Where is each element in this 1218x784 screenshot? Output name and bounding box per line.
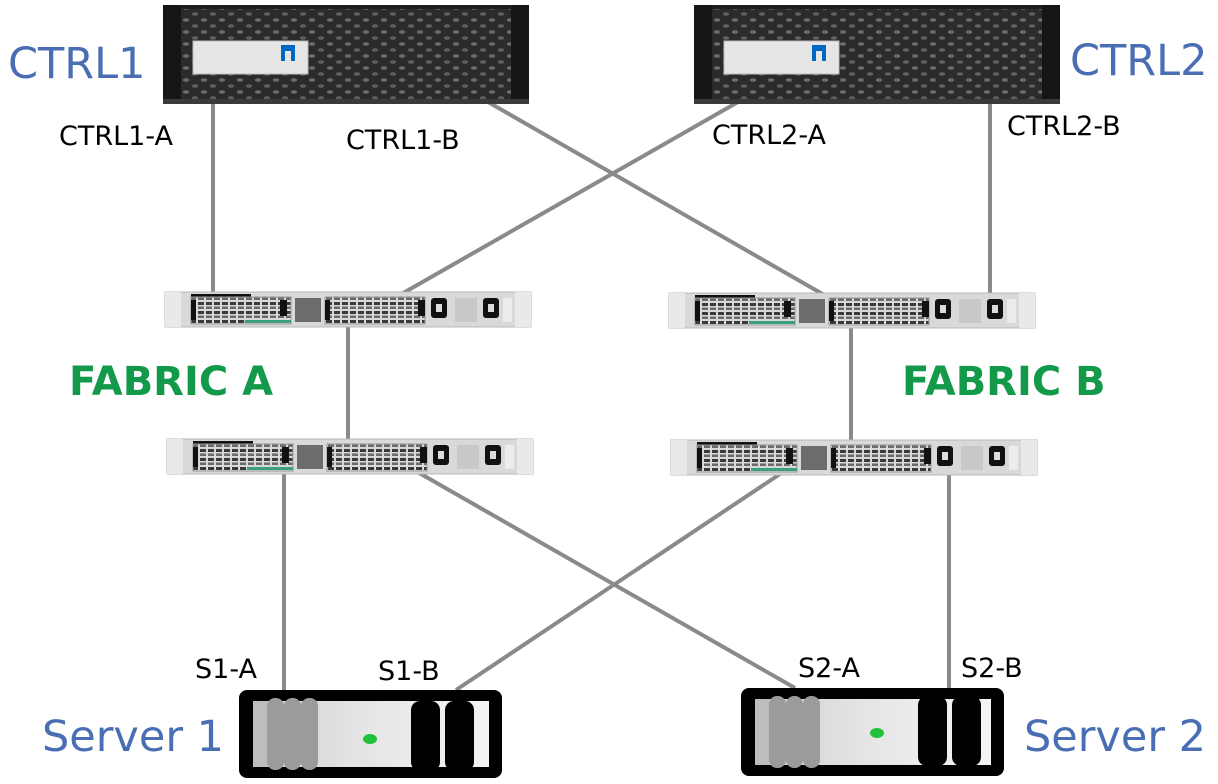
port-label-ctrl1-b: CTRL1-B (346, 125, 460, 156)
port-module (830, 444, 932, 473)
drive-handle (445, 701, 474, 771)
controller-ctrl2[interactable] (694, 5, 1060, 104)
psu-vent (959, 299, 981, 323)
rack-ear (165, 292, 181, 327)
port-label-s1-b: S1-B (378, 656, 440, 687)
port-module (192, 443, 294, 472)
cable-ctrl2a-fabric-a (397, 100, 739, 298)
fan-block (799, 299, 825, 323)
fabric-b-top-switch[interactable] (668, 292, 1036, 329)
netapp-logo-icon (812, 45, 826, 61)
server-bezel-ridge (786, 696, 803, 768)
server-bezel-ridge (284, 698, 301, 770)
server-bezel-ridge (267, 698, 284, 770)
netapp-logo-icon (281, 45, 295, 61)
rack-ear (1021, 440, 1037, 475)
power-led-icon (363, 734, 377, 744)
port-module (190, 296, 292, 325)
fabric-a-bottom-switch[interactable] (166, 438, 534, 475)
server-2[interactable] (741, 688, 1004, 776)
port-module (828, 297, 930, 326)
drive-handle (952, 696, 981, 766)
port-module (326, 443, 428, 472)
server-label-1: Server 1 (42, 712, 225, 762)
fabric-label-b: FABRIC B (902, 359, 1106, 405)
psu-vent (455, 298, 477, 322)
port-module (696, 444, 798, 473)
server-label-2: Server 2 (1024, 712, 1207, 762)
fabric-a-top-switch[interactable] (164, 291, 532, 328)
cable-fabric-a-s2a (413, 468, 796, 690)
port-label-ctrl1-a: CTRL1-A (59, 121, 173, 152)
rack-ear (1019, 293, 1035, 328)
port-label-ctrl2-b: CTRL2-B (1007, 111, 1121, 142)
fan-block (295, 298, 321, 322)
server-bezel-ridge (769, 696, 786, 768)
cable-ctrl1b-fabric-b (487, 100, 827, 298)
power-led-icon (870, 728, 884, 738)
port-module (694, 297, 796, 326)
port-label-s2-b: S2-B (961, 653, 1023, 684)
cable-fabric-b-s1b (454, 468, 788, 692)
port-label-ctrl2-a: CTRL2-A (712, 120, 826, 151)
port-module (324, 296, 426, 325)
psu-vent (961, 446, 983, 470)
rack-ear (517, 439, 533, 474)
server-1[interactable] (239, 690, 502, 778)
port-label-s2-a: S2-A (798, 653, 860, 684)
rack-ear (671, 440, 687, 475)
fabric-label-a: FABRIC A (69, 359, 274, 405)
port-label-s1-a: S1-A (195, 654, 257, 685)
drive-handle (918, 696, 947, 766)
fabric-b-bottom-switch[interactable] (670, 439, 1038, 476)
fan-block (297, 445, 323, 469)
drive-handle (411, 701, 440, 771)
fan-block (801, 446, 827, 470)
rack-ear (515, 292, 531, 327)
controller-label-ctrl2: CTRL2 (1070, 36, 1208, 86)
server-bezel-ridge (301, 698, 318, 770)
psu-vent (457, 445, 479, 469)
controller-ctrl1[interactable] (163, 5, 529, 104)
cables (211, 100, 992, 692)
server-bezel-ridge (803, 696, 820, 768)
rack-ear (669, 293, 685, 328)
rack-ear (167, 439, 183, 474)
controller-label-ctrl1: CTRL1 (8, 39, 146, 89)
